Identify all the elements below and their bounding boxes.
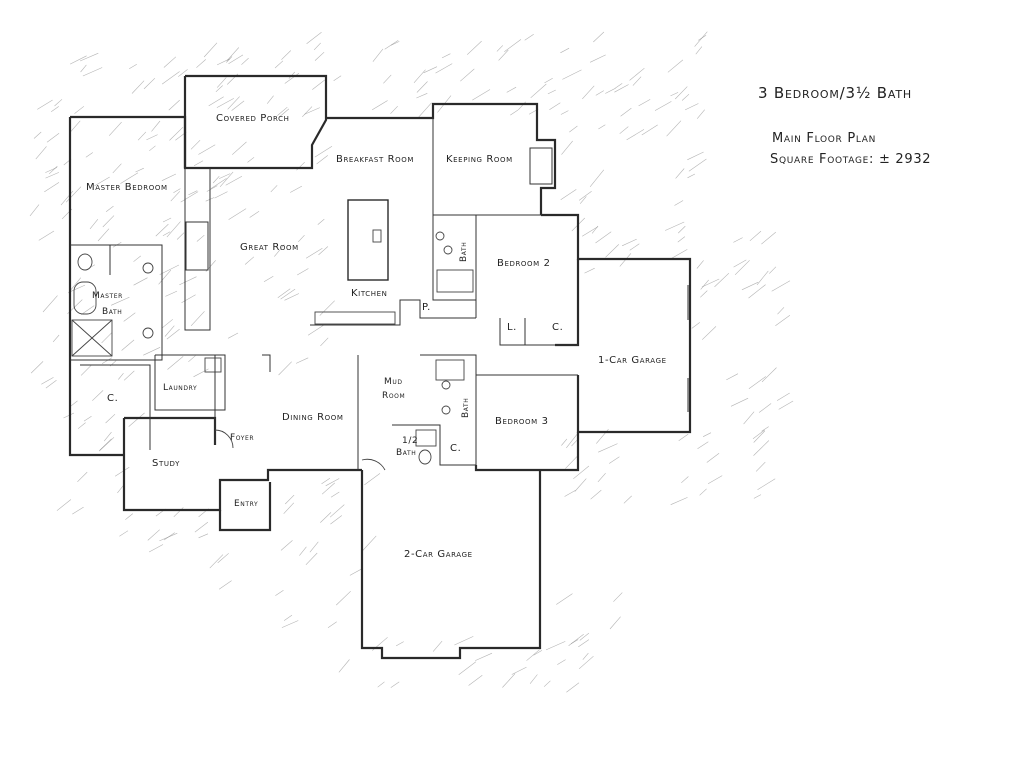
room-label-breakfast-room: Breakfast Room [336,154,414,165]
room-label-bath-upper: Bath [459,242,469,262]
title-block: 3 Bedroom/3½ Bath Main Floor Plan Square… [758,84,931,167]
room-label-great-room: Great Room [240,242,299,253]
room-label-study: Study [152,458,180,469]
room-label-closet-bedroom3: C. [450,443,461,454]
room-label-half-bath-line2: Bath [396,448,416,458]
room-label-covered-porch: Covered Porch [216,113,289,124]
room-label-keeping-room: Keeping Room [446,154,513,165]
room-label-master-bedroom: Master Bedroom [86,182,168,193]
square-footage-label: Square Footage: ± 2932 [770,152,931,167]
landscape-hatching [29,31,794,693]
room-label-half-bath-line1: 1/2 [402,436,418,446]
room-label-master-bath-line1: Master [92,291,123,301]
room-label-bedroom-2: Bedroom 2 [497,258,551,269]
room-label-laundry: Laundry [163,383,197,393]
room-label-kitchen: Kitchen [351,288,388,299]
bedrooms-baths-heading: 3 Bedroom/3½ Bath [758,84,912,102]
room-label-closet-bedroom2: C. [552,322,563,333]
room-label-2-car-garage: 2-Car Garage [404,549,473,560]
room-label-1-car-garage: 1-Car Garage [598,355,667,366]
room-label-closet-master: C. [107,393,118,404]
room-label-bath-lower: Bath [461,398,471,418]
plan-name-heading: Main Floor Plan [772,131,876,146]
room-label-dining-room: Dining Room [282,412,344,423]
room-label-pantry: P. [422,302,431,313]
room-label-mud-room-line1: Mud [384,377,403,387]
room-label-foyer: Foyer [230,433,254,443]
room-label-mud-room-line2: Room [382,391,405,401]
interior-walls [70,118,689,471]
room-label-linen: L. [507,322,517,333]
room-label-entry: Entry [234,499,258,509]
room-label-bedroom-3: Bedroom 3 [495,416,549,427]
room-label-master-bath-line2: Bath [102,307,122,317]
room-labels: Covered Porch Breakfast Room Keeping Roo… [86,113,667,560]
